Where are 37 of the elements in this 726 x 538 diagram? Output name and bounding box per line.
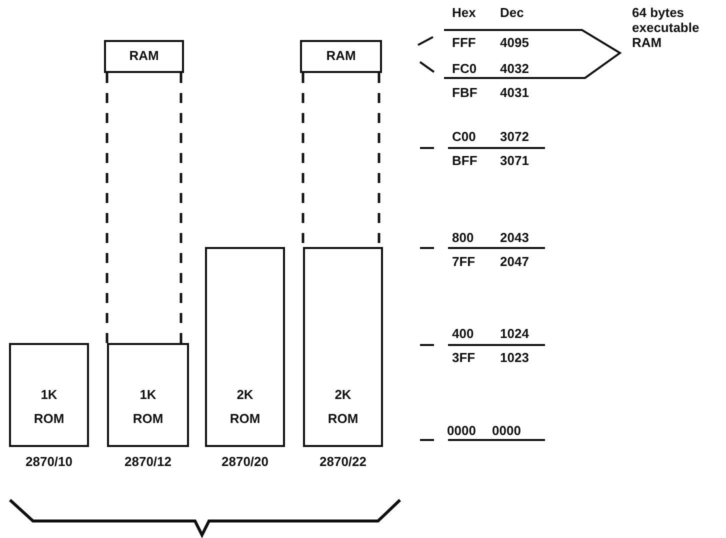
block-label: 1K ROM	[132, 386, 164, 428]
address-value: 2047	[500, 254, 529, 269]
block-label: 1K ROM	[32, 386, 66, 428]
address-value: FBF	[452, 85, 478, 100]
part-number: 2870/10	[24, 454, 74, 469]
address-value: 3071	[500, 153, 529, 168]
address-value: BFF	[452, 153, 478, 168]
address-value: 2043	[500, 230, 529, 245]
part-number: 2870/12	[124, 454, 172, 469]
address-value: FFF	[452, 35, 476, 50]
part-number: 2870/20	[220, 454, 270, 469]
address-value: 400	[452, 326, 474, 341]
address-value: 7FF	[452, 254, 476, 269]
address-value: 3FF	[452, 350, 476, 365]
address-value: 4031	[500, 85, 529, 100]
ram-block	[300, 40, 382, 73]
address-value: 0000	[492, 423, 521, 438]
column-header: Hex	[452, 5, 476, 20]
ram-block	[104, 40, 184, 73]
annotation: 64 bytes executable RAM	[632, 5, 700, 50]
address-value: C00	[452, 129, 476, 144]
block-label: 2K ROM	[326, 386, 360, 428]
block-label: RAM	[128, 47, 160, 65]
dashed-line	[106, 73, 108, 343]
dashed-line	[180, 73, 182, 343]
address-value: 4032	[500, 61, 529, 76]
address-value: 3072	[500, 129, 529, 144]
block-label: RAM	[325, 47, 357, 65]
address-value: 4095	[500, 35, 529, 50]
address-value: 800	[452, 230, 474, 245]
column-header: Dec	[500, 5, 524, 20]
address-value: FC0	[452, 61, 477, 76]
address-value: 1023	[500, 350, 529, 365]
part-number: 2870/22	[318, 454, 368, 469]
block-label: 2K ROM	[228, 386, 262, 428]
address-value: 1024	[500, 326, 529, 341]
address-value: 0000	[447, 423, 476, 438]
